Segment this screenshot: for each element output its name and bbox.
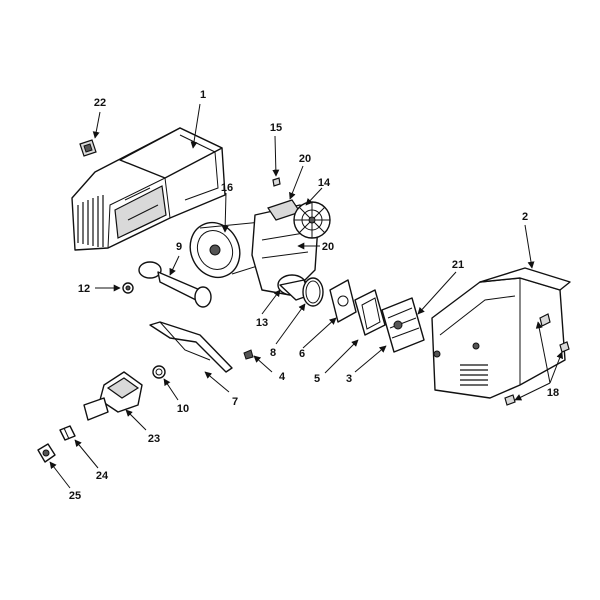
part-cylinder-head xyxy=(381,297,425,353)
part-cap xyxy=(37,443,56,463)
callout-2: 2 xyxy=(522,211,528,223)
callout-20-bottom: 20 xyxy=(322,241,334,253)
callout-10: 10 xyxy=(177,403,189,415)
callout-13: 13 xyxy=(256,317,268,329)
callout-12: 12 xyxy=(78,283,90,295)
callout-labels: 1 2 3 4 5 6 7 8 9 10 12 13 14 15 16 18 2… xyxy=(69,89,559,502)
part-o-ring xyxy=(302,277,324,307)
part-screws-18 xyxy=(504,313,570,406)
callout-14: 14 xyxy=(318,177,331,189)
callout-25: 25 xyxy=(69,490,81,502)
callout-4: 4 xyxy=(279,371,286,383)
callout-3: 3 xyxy=(346,373,352,385)
callout-15: 15 xyxy=(270,122,282,134)
callout-21: 21 xyxy=(452,259,464,271)
callout-23: 23 xyxy=(148,433,160,445)
part-connecting-rod xyxy=(138,261,212,308)
callout-1: 1 xyxy=(200,89,206,101)
part-tube xyxy=(149,321,233,373)
callout-5: 5 xyxy=(314,373,320,385)
part-fitting-24 xyxy=(59,425,76,441)
part-right-shroud xyxy=(431,267,571,399)
callout-16: 16 xyxy=(221,182,233,194)
part-nut xyxy=(152,365,166,379)
left-shroud-vents xyxy=(77,195,104,247)
part-valve-plate xyxy=(329,279,357,323)
part-left-shroud xyxy=(71,127,226,251)
callout-6: 6 xyxy=(299,348,305,360)
callout-22: 22 xyxy=(94,97,106,109)
callout-7: 7 xyxy=(232,396,238,408)
callout-18: 18 xyxy=(547,387,559,399)
callout-9: 9 xyxy=(176,241,182,253)
part-screw-15 xyxy=(272,177,281,187)
part-fitting-4 xyxy=(243,349,254,360)
part-belt-pulley xyxy=(189,221,271,279)
part-manifold xyxy=(83,371,143,421)
part-gasket xyxy=(354,289,386,336)
part-screw-12 xyxy=(122,282,134,294)
callout-8: 8 xyxy=(270,347,276,359)
part-switch xyxy=(79,139,97,157)
leader-lines xyxy=(49,103,563,489)
callout-20-top: 20 xyxy=(299,153,311,165)
right-shroud-vents xyxy=(460,364,488,386)
callout-24: 24 xyxy=(96,470,109,482)
part-fan xyxy=(293,201,331,239)
